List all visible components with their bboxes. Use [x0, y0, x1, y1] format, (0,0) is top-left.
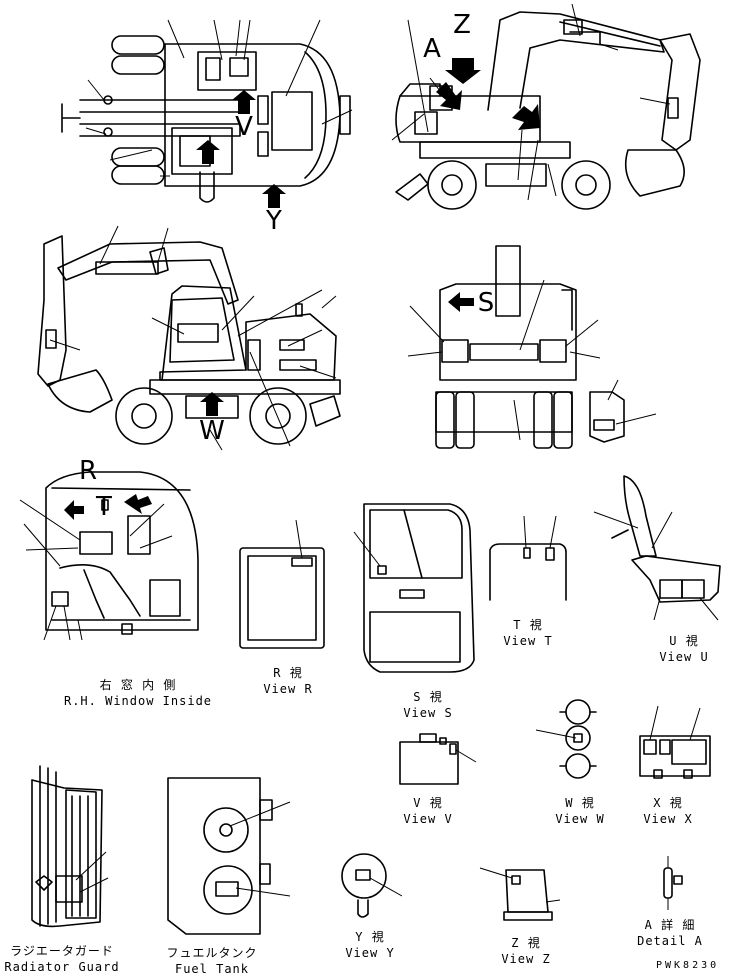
- caption-radiator-guard-en: Radiator Guard: [4, 960, 120, 974]
- right-side-view-machine: [391, 3, 701, 210]
- marker-r: R: [78, 456, 98, 486]
- caption-view-z-jp: Z 視: [511, 936, 541, 950]
- marker-w: W: [199, 416, 225, 446]
- caption-detail-a-jp: A 詳 細: [644, 918, 696, 932]
- caption-view-y-en: View Y: [345, 946, 395, 960]
- caption-view-t-jp: T 視: [513, 618, 543, 632]
- marker-z: Z: [453, 10, 471, 40]
- caption-view-t-en: View T: [503, 634, 553, 648]
- caption-view-w-en: View W: [555, 812, 605, 826]
- detail-a-drawing: [663, 856, 683, 910]
- caption-view-s-jp: S 視: [413, 690, 443, 704]
- view-x-drawing: [639, 705, 711, 779]
- caption-view-v-jp: V 視: [413, 796, 443, 810]
- caption-view-y-jp: Y 視: [355, 930, 385, 944]
- radiator-guard-drawing: [31, 765, 109, 928]
- view-v-drawing: [399, 733, 477, 785]
- caption-radiator-guard-jp: ラジエータガード: [10, 944, 114, 958]
- caption-view-u-jp: U 視: [669, 634, 699, 648]
- caption-view-w-jp: W 視: [565, 796, 595, 810]
- view-y-drawing: [341, 853, 403, 918]
- caption-rh-window-jp: 右 窓 内 側: [99, 678, 177, 692]
- marker-y: Y: [266, 206, 282, 236]
- caption-view-x-jp: X 視: [653, 796, 683, 810]
- view-r-drawing: [239, 519, 325, 649]
- caption-detail-a-en: Detail A: [637, 934, 703, 948]
- view-u-drawing: [593, 475, 721, 621]
- caption-view-x-en: View X: [643, 812, 693, 826]
- caption-view-r-en: View R: [263, 682, 313, 696]
- caption-view-u-en: View U: [659, 650, 709, 664]
- view-w-drawing: [535, 699, 597, 779]
- view-t-drawing: [489, 515, 567, 601]
- caption-view-r-jp: R 視: [273, 666, 303, 680]
- caption-view-v-en: View V: [403, 812, 453, 826]
- top-view-machine: [61, 19, 353, 208]
- caption-rh-window-en: R.H. Window Inside: [63, 694, 213, 708]
- rh-window-inside-drawing: [19, 471, 199, 641]
- caption-fuel-tank-jp: フュエルタンク: [166, 946, 258, 960]
- view-z-drawing: [479, 867, 561, 921]
- marker-a: A: [423, 34, 441, 64]
- drawing-code: PWK8230: [656, 960, 720, 971]
- caption-fuel-tank-en: Fuel Tank: [174, 962, 250, 976]
- fuel-tank-drawing: [167, 777, 291, 935]
- view-s-drawing: [353, 503, 475, 673]
- caption-view-z-en: View Z: [501, 952, 551, 966]
- marker-v: V: [235, 112, 253, 142]
- marker-t: T: [96, 492, 112, 522]
- caption-view-s-en: View S: [403, 706, 453, 720]
- left-side-view-machine: [37, 225, 341, 451]
- marker-s: S: [477, 288, 495, 318]
- rear-view-machine: [407, 245, 657, 449]
